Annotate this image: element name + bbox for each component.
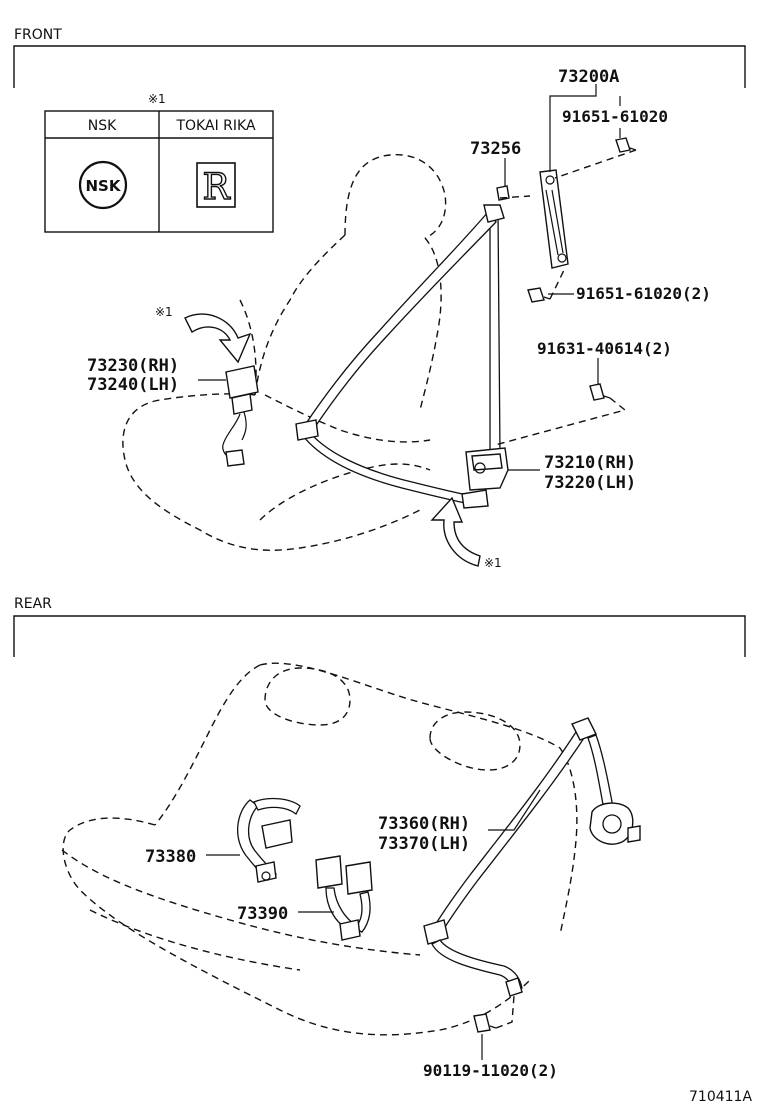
rear-leader-lines [206, 789, 541, 1060]
front-buckle [222, 365, 259, 467]
front-belt-vertical-webbing [489, 211, 501, 456]
rear-buckle-73390 [315, 855, 373, 941]
manufacturer-table: ※1 NSK TOKAI RIKA NSK R [44, 92, 274, 233]
curved-arrow-icon [430, 496, 481, 567]
curved-arrow-icon [184, 313, 252, 364]
rear-belt-tongue-plate [423, 919, 449, 945]
front-leader-lines [198, 84, 621, 471]
figure-id: 710411A [689, 1089, 752, 1105]
front-belt-assembly [295, 169, 569, 509]
rear-section-bracket [13, 615, 746, 657]
part-number-73210-rh: 73210(RH) [544, 453, 636, 473]
bolt-icon [589, 383, 611, 401]
bolt-icon [615, 137, 637, 153]
part-number-91651-61020-top: 91651-61020 [562, 107, 668, 126]
part-number-73220-lh: 73220(LH) [544, 473, 636, 493]
rear-belt-anchor-lower [505, 977, 523, 997]
front-retractor [461, 447, 509, 509]
tokai-rika-logo-icon: R [196, 162, 236, 209]
rear-section-label: REAR [14, 596, 52, 612]
part-number-73240-lh: 73240(LH) [87, 375, 179, 395]
table-header-nsk: NSK [88, 118, 117, 134]
front-belt-anchor-upper [483, 204, 505, 223]
rear-buckle-73380 [236, 797, 301, 883]
tokai-rika-logo-text: R [202, 167, 230, 208]
front-belt-diagonal-webbing [304, 210, 497, 431]
part-number-73200a: 73200A [558, 67, 619, 87]
part-number-73380: 73380 [145, 847, 196, 867]
table-header-tokai-rika: TOKAI RIKA [175, 118, 255, 134]
rear-retractor [589, 802, 641, 845]
rear-belt-lap-webbing [431, 939, 523, 993]
rear-belt-assembly [423, 717, 641, 997]
table-note-mark: ※1 [148, 92, 166, 106]
bolt-icon [473, 1013, 497, 1033]
part-number-73256: 73256 [470, 139, 521, 159]
part-number-91631-40614-2: 91631-40614(2) [537, 339, 672, 358]
part-number-73390: 73390 [237, 904, 288, 924]
front-belt-lap-webbing [299, 427, 473, 505]
part-number-90119-11020-2: 90119-11020(2) [423, 1061, 558, 1080]
part-number-91651-61020-2: 91651-61020(2) [576, 284, 711, 303]
nsk-logo-icon: NSK [78, 160, 128, 210]
front-section-bracket [13, 45, 746, 88]
rear-belt-anchor-upper [571, 717, 597, 741]
note-mark-bottom: ※1 [484, 556, 502, 570]
cover-73256 [496, 185, 510, 201]
front-belt-tongue-plate [295, 419, 319, 441]
rear-alignment-line [495, 995, 515, 1029]
front-section-label: FRONT [14, 27, 62, 43]
nsk-logo-text: NSK [86, 177, 122, 195]
part-number-73230-rh: 73230(RH) [87, 356, 179, 376]
part-number-73360-rh: 73360(RH) [378, 814, 470, 834]
height-adjuster-73200a [539, 169, 569, 269]
rear-seat-outline [61, 662, 578, 1036]
part-number-73370-lh: 73370(LH) [378, 834, 470, 854]
bolt-icon [527, 287, 551, 303]
front-seat-outline [122, 154, 447, 551]
note-mark-left: ※1 [155, 305, 173, 319]
